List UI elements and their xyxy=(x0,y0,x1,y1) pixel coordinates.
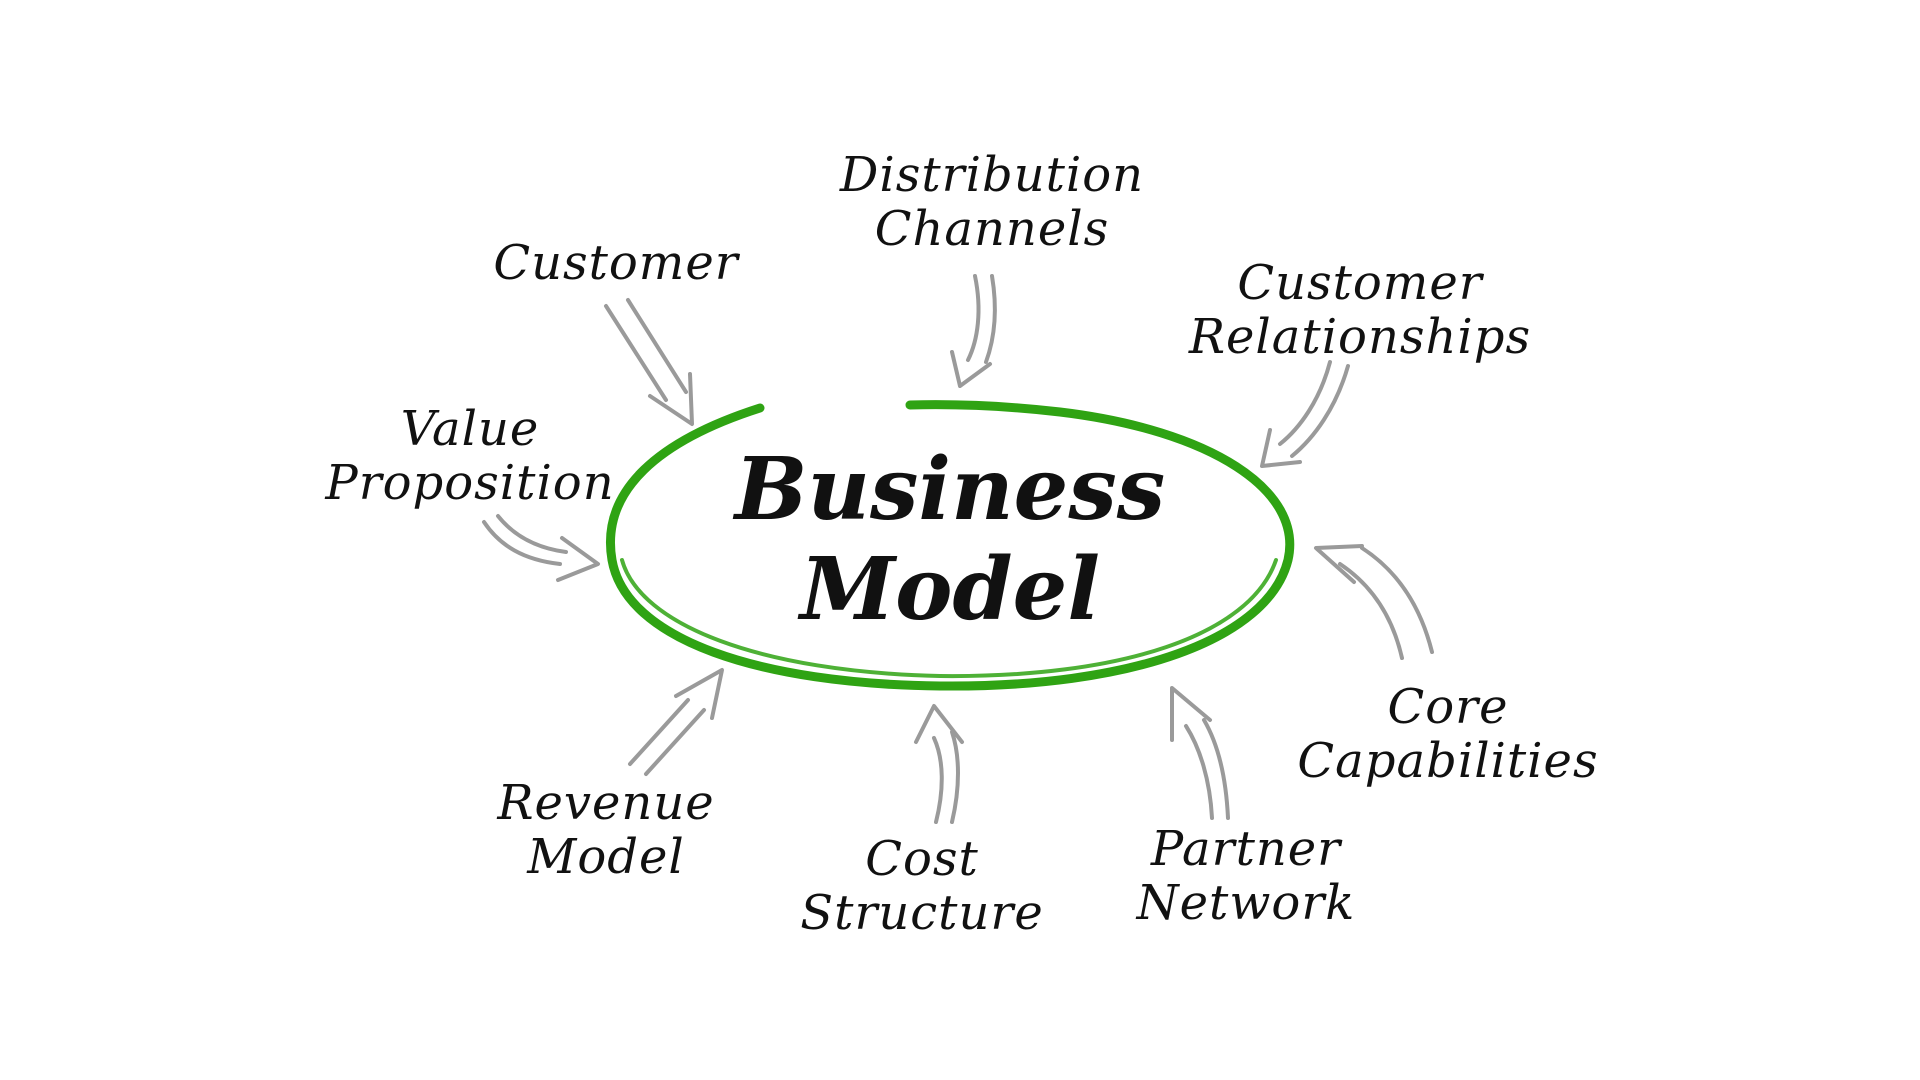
label-partner-network-line-2: Network xyxy=(1136,875,1356,931)
center-title: Business Model xyxy=(735,440,1165,640)
label-cost-structure-line-2: Structure xyxy=(800,885,1044,941)
label-customer-relationships-line-1: Customer xyxy=(1237,255,1483,311)
label-cost-structure: Cost Structure xyxy=(800,832,1043,940)
arrow-cost-structure xyxy=(914,704,964,824)
label-core-capabilities-line-1: Core xyxy=(1387,679,1509,735)
label-distribution-channels-line-2: Channels xyxy=(874,201,1110,257)
arrow-distribution-channels xyxy=(950,274,997,388)
arrow-partner-network xyxy=(1170,686,1230,820)
label-revenue-model-line-2: Model xyxy=(527,829,685,885)
label-core-capabilities-line-2: Capabilities xyxy=(1297,733,1599,789)
label-partner-network-line-1: Partner xyxy=(1150,821,1342,877)
label-value-proposition-line-2: Proposition xyxy=(325,455,615,511)
label-customer-line-1: Customer xyxy=(493,235,739,291)
arrow-customer xyxy=(604,298,694,426)
center-ring xyxy=(606,400,1295,691)
arrow-core-capabilities xyxy=(1314,544,1434,660)
label-value-proposition-line-1: Value xyxy=(400,401,540,457)
center-title-line-2: Model xyxy=(799,539,1101,640)
center-title-line-1: Business xyxy=(734,439,1166,540)
label-customer-relationships-line-2: Relationships xyxy=(1188,309,1532,365)
label-customer: Customer xyxy=(493,236,738,290)
label-core-capabilities: Core Capabilities xyxy=(1297,680,1598,788)
label-distribution-channels: Distribution Channels xyxy=(840,148,1144,256)
label-value-proposition: Value Proposition xyxy=(325,402,614,510)
label-revenue-model-line-1: Revenue xyxy=(497,775,715,831)
label-distribution-channels-line-1: Distribution xyxy=(839,147,1145,203)
arrow-customer-relationships xyxy=(1260,360,1350,468)
label-partner-network: Partner Network xyxy=(1137,822,1356,930)
label-revenue-model: Revenue Model xyxy=(497,776,714,884)
label-cost-structure-line-1: Cost xyxy=(865,831,979,887)
arrow-revenue-model xyxy=(628,668,724,776)
arrow-value-proposition xyxy=(482,514,600,582)
label-customer-relationships: Customer Relationships xyxy=(1189,256,1531,364)
